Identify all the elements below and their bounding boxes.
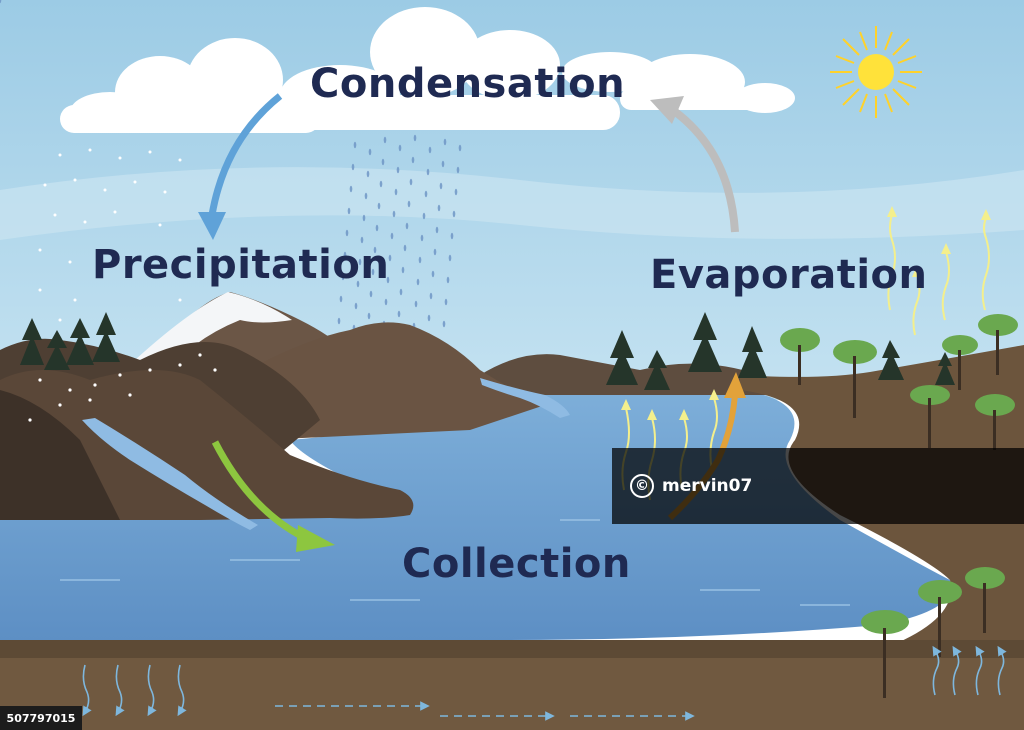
pine-trees-left [20,312,120,370]
condensation-label: Condensation [310,61,626,107]
snow-speckles [28,353,217,422]
cloud-center-icon [260,7,620,130]
mountain-front [0,370,414,520]
watermark: © mervin07 [612,448,1024,524]
copyright-icon: © [630,474,654,498]
trees-right [606,312,1018,698]
groundwater-flow [82,645,1007,721]
mountain-shadow [0,390,120,520]
sun-icon [830,26,922,118]
stream-right [480,378,570,418]
river [82,418,258,530]
evaporation-label: Evaporation [650,252,928,298]
evaporation-arrow [650,96,739,233]
cloud-left-icon [60,38,320,133]
sky-band [0,167,1024,240]
precipitation-arrow [198,93,283,240]
ground-band [0,640,1024,658]
rainfall [0,0,462,332]
water-ripples [60,519,850,606]
collection-label: Collection [402,541,631,587]
collection-arrow [211,440,335,552]
precipitation-label: Precipitation [92,242,390,288]
image-id: 507797015 [0,706,82,730]
snow-cap [135,292,292,360]
lake [0,380,952,640]
vapor-arrowheads [621,206,991,420]
watermark-text: mervin07 [662,476,753,496]
